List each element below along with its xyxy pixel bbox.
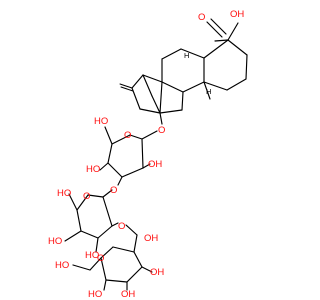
stereo-h-2-label: H [206,87,211,96]
ring2-ch2oh-label: HO [57,188,71,199]
acid-o-label: O [198,12,205,23]
ring2-o-label: O [83,191,90,202]
sugar-ring-3-bonds [72,224,153,291]
ether-o-aglycone-label: O [158,125,165,136]
ring2-oh-a-label: HO [48,236,62,247]
sugar-ring-1-bonds [99,126,158,186]
ring3-oh-a-label: OH [144,233,158,244]
sugar-ring-2-bonds [64,189,119,253]
atom-labels: OH O O O HO HO OH O HO O HO HO O O OH OH… [48,9,244,300]
stereo-h-1-label: H [184,51,189,60]
ring3-oh-b-label: OH [150,267,164,278]
ring2-oh-b-label: HO [85,250,99,261]
molecule-structure: OH O O O HO HO OH O HO O HO HO O O OH OH… [48,9,248,300]
ring3-oh-c-label: OH [121,289,135,300]
ring1-oh-left-label: HO [86,164,100,175]
ring1-oh-right-label: OH [148,159,162,170]
aglycone-bonds [119,18,248,125]
ring3-ch2oh-label: HO [55,260,69,271]
link-o-2-3-label: O [118,221,125,232]
ring1-ch2oh-label: HO [94,116,108,127]
ring1-o-label: O [124,130,131,141]
acid-oh-label: OH [230,9,244,20]
ring3-o-label: O [97,253,104,264]
ring3-oh-d-label: HO [88,289,102,300]
link-o-1-2-label: O [110,185,117,196]
